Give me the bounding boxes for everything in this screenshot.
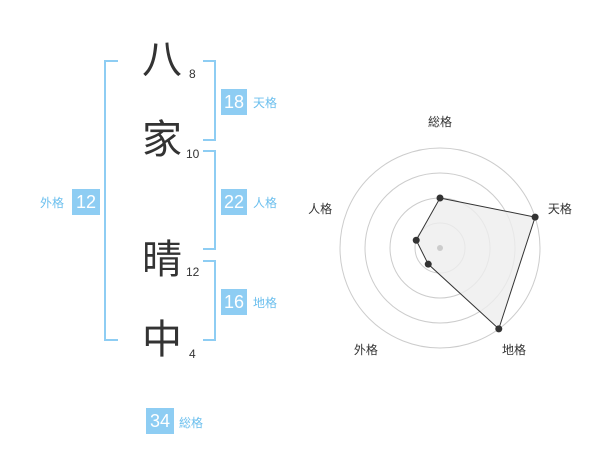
jinkaku-bracket [203,150,216,250]
radar-point-3 [495,325,503,333]
name-char-3: 晴 [142,237,182,283]
jinkaku-value-badge: 22 [221,189,247,215]
radar-ring-4 [339,147,541,349]
stroke-count-3: 12 [186,265,200,279]
radar-point-1 [436,194,444,202]
tenkaku-bracket [203,60,216,141]
soukaku-label: 総格 [179,416,204,430]
radar-point-4 [424,260,432,268]
radar-axis-label: 人格 [308,201,332,216]
radar-center-dot [437,245,443,251]
radar-point-5 [412,236,420,244]
radar-axis-label: 地格 [502,342,526,357]
stroke-count-1: 8 [189,67,196,81]
tenkaku-label: 天格 [253,96,278,110]
stroke-count-2: 10 [186,147,200,161]
radar-points [412,194,539,333]
soukaku-value-badge: 34 [146,408,174,434]
gaikaku-value-badge: 12 [72,189,100,215]
jinkaku-label: 人格 [253,196,278,210]
chikaku-bracket [203,260,216,341]
radar-axis-label: 外格 [354,342,378,357]
chikaku-label: 地格 [253,296,278,310]
radar-axis-label: 天格 [548,201,572,216]
radar-axis-label: 総格 [428,114,452,129]
name-char-2: 家 [142,117,182,163]
gaikaku-bracket [104,60,118,341]
name-char-1: 八 [142,37,182,83]
gaikaku-label: 外格 [40,196,65,210]
radar-area [415,197,536,330]
stroke-count-4: 4 [189,347,196,361]
chikaku-value-badge: 16 [221,289,247,315]
radar-point-2 [531,213,539,221]
tenkaku-value-badge: 18 [221,89,247,115]
name-char-4: 中 [142,317,182,363]
